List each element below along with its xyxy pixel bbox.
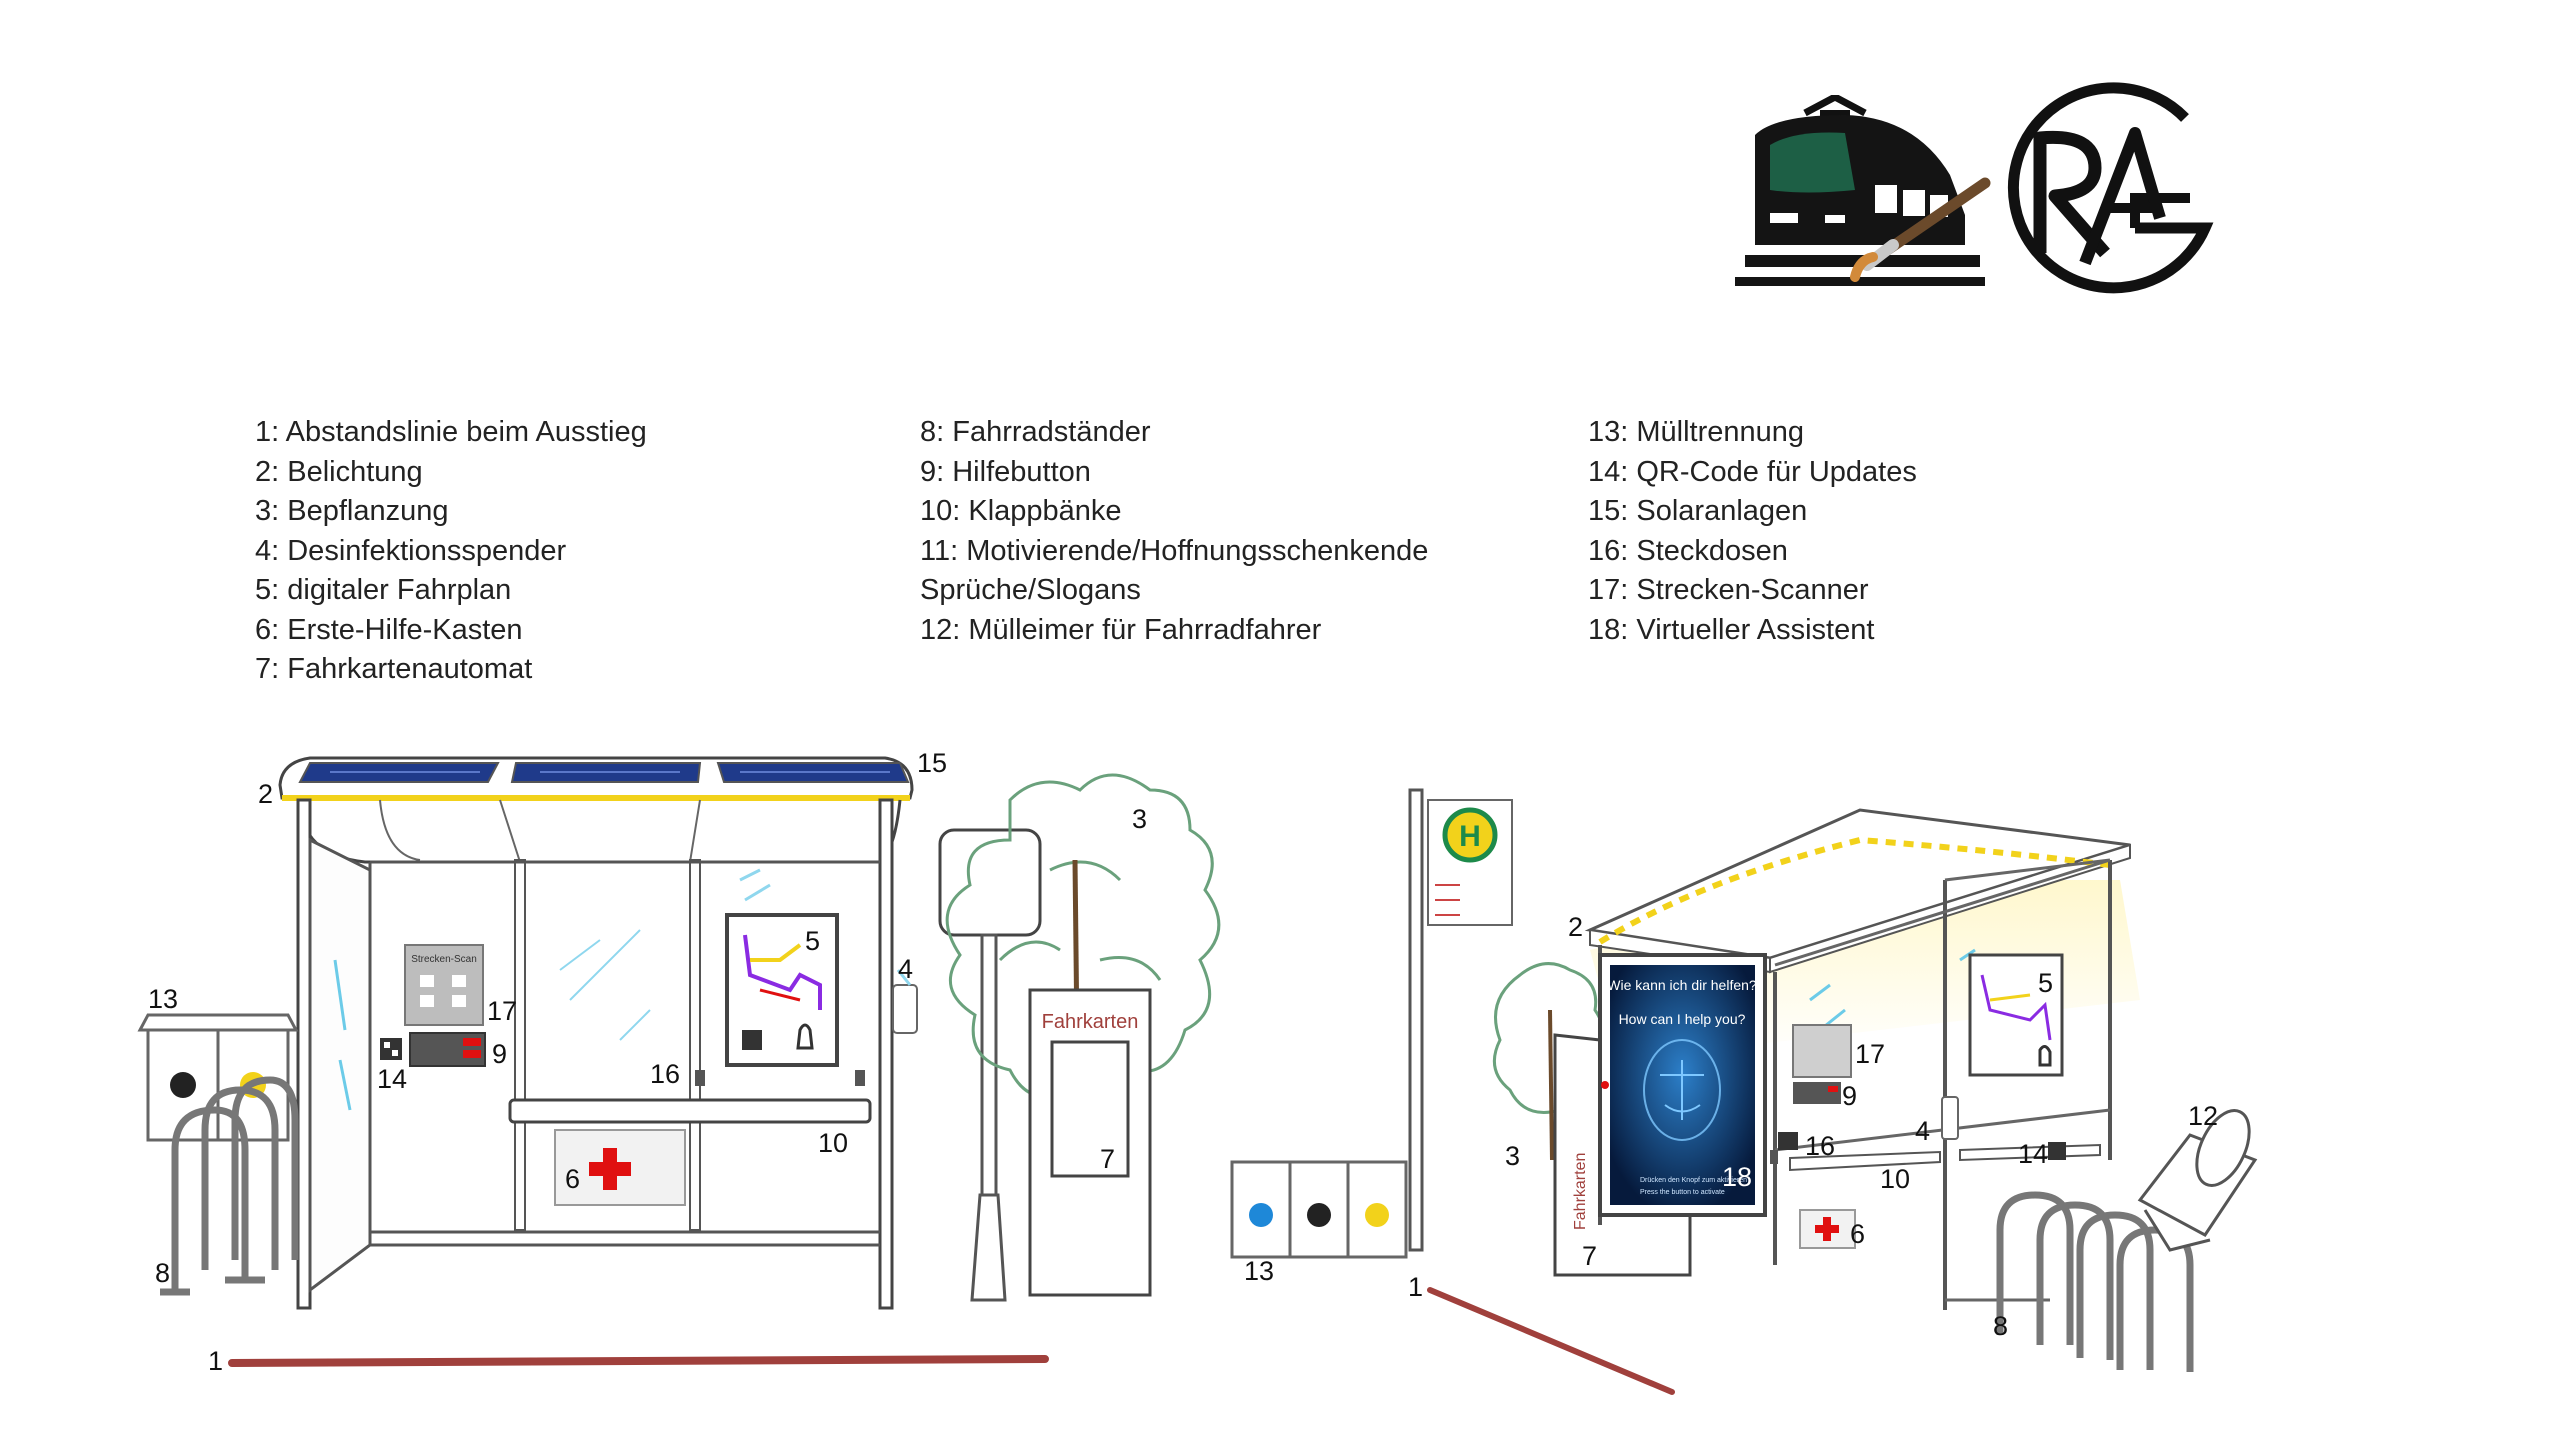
marker-8: 8 xyxy=(155,1258,170,1288)
marker-5: 5 xyxy=(805,926,820,956)
marker-14: 14 xyxy=(2018,1139,2048,1169)
marker-16: 16 xyxy=(1805,1131,1835,1161)
first-aid-kit xyxy=(554,1129,686,1206)
marker-3: 3 xyxy=(1505,1141,1520,1171)
legend-column-3: 13: Mülltrennung 14: QR-Code für Updates… xyxy=(1588,413,2228,650)
marker-17: 17 xyxy=(487,996,517,1026)
svg-text:Wie kann ich dir helfen?: Wie kann ich dir helfen? xyxy=(1607,977,1757,993)
marker-7: 7 xyxy=(1100,1144,1115,1174)
marker-10: 10 xyxy=(1880,1164,1910,1194)
legend-item: 14: QR-Code für Updates xyxy=(1588,455,1917,488)
marker-18: 18 xyxy=(1722,1162,1752,1192)
solar-panels xyxy=(298,762,910,783)
digital-timetable xyxy=(1968,953,2064,1077)
marker-8: 8 xyxy=(1993,1311,2008,1341)
marker-7: 7 xyxy=(1582,1241,1597,1271)
marker-4: 4 xyxy=(1915,1116,1930,1146)
marker-6: 6 xyxy=(565,1164,580,1194)
marker-2: 2 xyxy=(1568,912,1583,942)
disinfectant-dispenser xyxy=(1941,1096,1959,1140)
marker-4: 4 xyxy=(898,954,913,984)
rag-logo xyxy=(2007,82,2214,294)
virtual-assistant-screen: Wie kann ich dir helfen? How can I help … xyxy=(1598,953,1767,1217)
power-outlet xyxy=(695,1070,705,1086)
marker-14: 14 xyxy=(377,1064,407,1094)
legend-item: 16: Steckdosen xyxy=(1588,534,1788,567)
svg-text:Press the button to activate: Press the button to activate xyxy=(1640,1189,1725,1196)
qr-code xyxy=(380,1038,402,1060)
svg-text:Fahrkarten: Fahrkarten xyxy=(1042,1011,1139,1033)
route-scanner xyxy=(1792,1024,1852,1078)
legend-item: 9: Hilfebutton xyxy=(920,455,1091,488)
legend-item: 10: Klappbänke xyxy=(920,495,1122,527)
help-button-keypad xyxy=(1793,1082,1841,1104)
legend-item: 4: Desinfektionsspender xyxy=(255,534,567,567)
marker-9: 9 xyxy=(492,1039,507,1069)
disinfectant-dispenser xyxy=(892,984,918,1034)
marker-5: 5 xyxy=(2038,968,2053,998)
legend-item: 11: Motivierende/Hoffnungsschenkende Spr… xyxy=(920,534,1429,607)
marker-1: 1 xyxy=(1408,1272,1423,1302)
scene-1-bus-shelter: Strecken-Scan xyxy=(137,748,1221,1376)
stop-sign-pole xyxy=(938,828,1042,1302)
train-logo xyxy=(1735,95,1991,286)
qr-code xyxy=(1778,1132,1798,1150)
legend-item: 13: Mülltrennung xyxy=(1588,416,1805,448)
bus-stop-h-sign: H xyxy=(1408,788,1513,1252)
folding-bench xyxy=(1789,1150,1941,1172)
marker-13: 13 xyxy=(148,984,178,1014)
marker-3: 3 xyxy=(1132,804,1147,834)
marker-16: 16 xyxy=(650,1059,680,1089)
legend-item: 18: Virtueller Assistent xyxy=(1588,613,1875,646)
cyclist-trash-bin xyxy=(2137,1109,2258,1252)
legend-item: 1: Abstandslinie beim Ausstieg xyxy=(255,416,647,448)
legend-column-1: 1: Abstandslinie beim Ausstieg 2: Belich… xyxy=(255,413,895,690)
help-button-keypad xyxy=(409,1032,486,1067)
svg-text:Strecken-Scan: Strecken-Scan xyxy=(411,954,477,965)
legend-item: 6: Erste-Hilfe-Kasten xyxy=(255,613,523,646)
marker-2: 2 xyxy=(258,779,273,809)
marker-17: 17 xyxy=(1855,1039,1885,1069)
marker-15: 15 xyxy=(917,748,947,778)
ticket-machine: Fahrkarten xyxy=(1028,988,1152,1297)
legend-item: 5: digitaler Fahrplan xyxy=(255,574,512,606)
legend-item: 8: Fahrradständer xyxy=(920,416,1151,448)
legend-column-2: 8: Fahrradständer 9: Hilfebutton 10: Kla… xyxy=(920,413,1560,650)
folding-bench xyxy=(508,1098,872,1124)
marker-6: 6 xyxy=(1850,1219,1865,1249)
waste-separation-bins xyxy=(1230,1160,1408,1259)
lighting-strip xyxy=(282,795,910,801)
scene-2-bus-shelter: H Fahrkarten xyxy=(1230,788,2258,1395)
legend-item: 15: Solaranlagen xyxy=(1588,495,1808,527)
marker-10: 10 xyxy=(818,1128,848,1158)
distance-line xyxy=(1427,1287,1675,1395)
route-scanner: Strecken-Scan xyxy=(404,944,484,1026)
legend-item: 2: Belichtung xyxy=(255,455,423,488)
legend-item: 3: Bepflanzung xyxy=(255,495,449,527)
bike-rack xyxy=(160,1076,299,1296)
legend-item: 12: Mülleimer für Fahrradfahrer xyxy=(920,613,1322,646)
power-outlet xyxy=(1770,1150,1778,1164)
svg-text:How can I help you?: How can I help you? xyxy=(1619,1011,1746,1027)
legend-item: 7: Fahrkartenautomat xyxy=(255,653,533,685)
marker-13: 13 xyxy=(1244,1256,1274,1286)
qr-code xyxy=(2048,1142,2066,1160)
shelter-roof xyxy=(1584,808,2131,974)
power-outlet xyxy=(855,1070,865,1086)
svg-text:Fahrkarten: Fahrkarten xyxy=(1572,1153,1589,1230)
first-aid-kit xyxy=(1799,1209,1856,1249)
svg-text:H: H xyxy=(1459,820,1481,853)
svg-text:Drücken den Knopf zum aktivier: Drücken den Knopf zum aktivieren xyxy=(1640,1177,1747,1184)
legend-item: 17: Strecken-Scanner xyxy=(1588,574,1869,606)
bike-rack xyxy=(1996,1191,2194,1372)
marker-12: 12 xyxy=(2188,1101,2218,1131)
marker-1: 1 xyxy=(208,1346,223,1376)
distance-line xyxy=(228,1355,1049,1367)
marker-9: 9 xyxy=(1842,1081,1857,1111)
digital-timetable xyxy=(725,913,839,1067)
